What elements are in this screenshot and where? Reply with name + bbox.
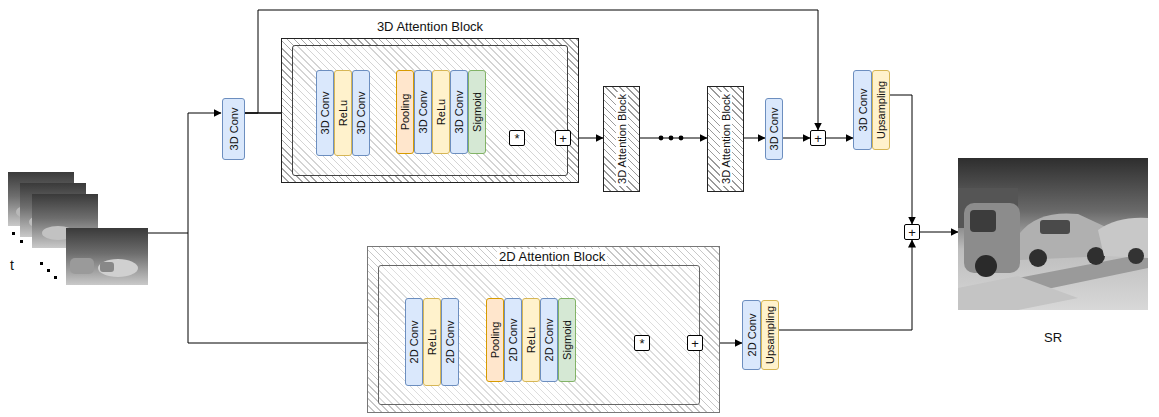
relu-box: ReLu xyxy=(423,298,441,386)
box-label: 3D Conv xyxy=(355,92,367,135)
sigmoid-box: Sigmoid xyxy=(558,298,576,382)
box-label: ReLu xyxy=(525,327,537,353)
group-title: 2D Attention Block xyxy=(497,249,607,264)
connector xyxy=(920,232,958,233)
box-label: ReLu xyxy=(426,329,438,355)
attention-group: 3D Attention Block 3D Conv ReLu 3D Conv Pool… xyxy=(281,18,579,183)
box-label: Pooling xyxy=(399,94,411,131)
box-label: Sigmoid xyxy=(471,92,483,132)
box-label: 3D Conv xyxy=(319,92,331,135)
box-label: 2D Conv xyxy=(408,321,420,364)
box-label: Upsampling xyxy=(875,81,887,139)
conv-box: 3D Conv xyxy=(450,70,468,154)
add-op: + xyxy=(687,335,703,351)
relu-box: ReLu xyxy=(334,70,352,156)
attention-block: 3D Attention Block xyxy=(603,86,640,192)
conv-box: 2D Conv xyxy=(441,298,459,386)
operator-symbol: + xyxy=(556,131,570,146)
conv-box: 3D Conv xyxy=(765,98,783,160)
box-label: 2D Conv xyxy=(507,319,519,362)
operator-symbol: * xyxy=(510,131,524,146)
connector xyxy=(779,240,912,330)
multiply-op: * xyxy=(509,130,525,146)
operator-symbol: + xyxy=(811,131,825,146)
box-label: 2D Conv xyxy=(745,314,757,357)
input-frames xyxy=(8,172,148,285)
sr-image xyxy=(958,158,1148,310)
image-caption: SR xyxy=(958,330,1148,345)
connector xyxy=(826,138,853,139)
conv-box: 3D Conv xyxy=(316,70,334,156)
add-op: + xyxy=(904,224,920,240)
conv-box: 3D Conv xyxy=(414,70,432,154)
conv-box: 2D Conv xyxy=(540,298,558,382)
box-label: 3D Attention Block xyxy=(615,92,627,186)
sr-output: SR xyxy=(958,158,1148,346)
conv-box: 2D Conv xyxy=(742,300,761,370)
box-label: ReLu xyxy=(435,99,447,125)
conv-box: 2D Conv xyxy=(405,298,423,386)
add-op: + xyxy=(555,130,571,146)
attention-group: 2D Attention Block 2D Conv ReLu 2D Conv Pool… xyxy=(367,246,720,413)
connector xyxy=(640,138,707,139)
connector xyxy=(783,138,810,139)
multiply-op: * xyxy=(634,335,650,351)
box-label: 2D Conv xyxy=(543,319,555,362)
connector xyxy=(890,95,912,224)
box-label: 3D Conv xyxy=(768,108,780,151)
box-label: Sigmoid xyxy=(561,320,573,360)
upsampling-box: Upsampling xyxy=(761,300,779,370)
box-label: 3D Conv xyxy=(453,91,465,134)
relu-box: ReLu xyxy=(522,298,540,382)
box-label: Pooling xyxy=(489,322,501,359)
conv-box: 3D Conv xyxy=(853,70,872,150)
conv-box: 3D Conv xyxy=(352,70,370,156)
operator-symbol: + xyxy=(688,336,702,351)
box-label: 3D Conv xyxy=(856,89,868,132)
add-op: + xyxy=(810,130,826,146)
sigmoid-box: Sigmoid xyxy=(468,70,486,154)
group-title: 3D Attention Block xyxy=(375,19,485,34)
upsampling-box: Upsampling xyxy=(872,70,890,150)
conv-box: 2D Conv xyxy=(504,298,522,382)
attention-block: 3D Attention Block xyxy=(707,86,744,192)
box-label: 2D Conv xyxy=(444,321,456,364)
conv-box: 3D Conv xyxy=(222,98,245,160)
box-label: 3D Conv xyxy=(417,91,429,134)
operator-symbol: * xyxy=(635,336,649,351)
box-label: 3D Attention Block xyxy=(719,92,731,186)
operator-symbol: + xyxy=(905,225,919,240)
pooling-box: Pooling xyxy=(486,298,504,382)
axis-label: t xyxy=(10,257,14,273)
box-label: 3D Conv xyxy=(227,108,239,151)
box-label: Upsampling xyxy=(764,306,776,364)
relu-box: ReLu xyxy=(432,70,450,154)
pooling-box: Pooling xyxy=(396,70,414,154)
box-label: ReLu xyxy=(337,100,349,126)
connector xyxy=(744,138,765,139)
